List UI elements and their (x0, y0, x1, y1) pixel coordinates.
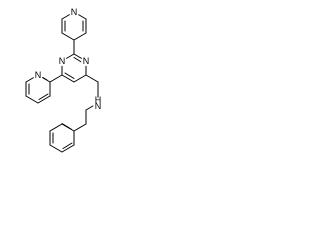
bond (61, 144, 75, 153)
bond (49, 74, 63, 83)
amine-nitrogen-label: N (95, 101, 102, 111)
bond (37, 95, 51, 104)
pyridine-nitrogen-label: N (71, 7, 78, 17)
atom-background (92, 97, 104, 109)
amine-h-label: H (95, 95, 102, 105)
bond (49, 123, 63, 132)
bond (62, 142, 73, 149)
pyridine-nitrogen-label: N (35, 70, 42, 80)
bond (64, 72, 75, 79)
bond (73, 74, 87, 83)
pyrimidine-nitrogen-label: N (83, 56, 90, 66)
atom-background (81, 56, 91, 66)
bond (61, 32, 75, 41)
bond (49, 144, 63, 153)
bond (25, 95, 39, 104)
bond (38, 93, 49, 100)
atom-background (57, 56, 67, 66)
pyrimidine-nitrogen-label: N (59, 56, 66, 66)
bond (73, 123, 87, 132)
bond (73, 32, 87, 41)
bond (85, 74, 99, 83)
bonds (25, 11, 99, 153)
bond (61, 123, 72, 130)
atom-background (69, 7, 79, 17)
chemical-structure: N N N N H N (25, 7, 104, 153)
atom-background (33, 70, 43, 80)
atom-labels: N N N N H N (33, 7, 104, 111)
bond (61, 74, 75, 83)
